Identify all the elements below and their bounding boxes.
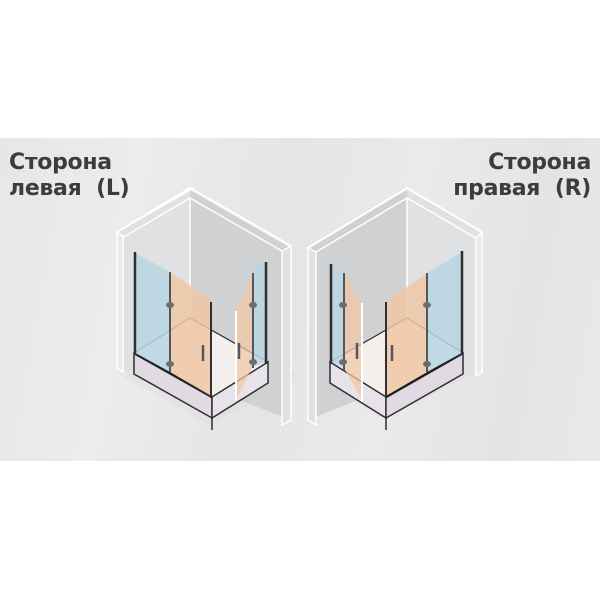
side-left-label-line1: Сторона [9, 150, 112, 175]
hinge-icon [249, 359, 257, 365]
hinge-icon [423, 361, 431, 367]
side-right-label-line1: Сторона [488, 150, 591, 175]
hinge-icon [339, 302, 347, 308]
side-right-label-line2: правая (R) [453, 176, 591, 201]
glass-door-left [170, 272, 211, 396]
glass-fixed-left [135, 253, 170, 372]
hinge-icon [339, 359, 347, 365]
side-right-label: Сторона правая (R) [453, 150, 591, 202]
background-band [0, 138, 600, 461]
glass-door-right-open [236, 273, 253, 400]
hinge-icon [166, 361, 174, 367]
hinge-icon [166, 302, 174, 308]
glass-fixed-right [427, 252, 462, 372]
side-left-label: Сторона левая (L) [9, 150, 130, 202]
hinge-icon [249, 302, 257, 308]
hinge-icon [423, 302, 431, 308]
glass-door-right [386, 273, 427, 396]
glass-door-left-open [344, 273, 362, 400]
side-left-label-line2: левая (L) [9, 176, 130, 201]
